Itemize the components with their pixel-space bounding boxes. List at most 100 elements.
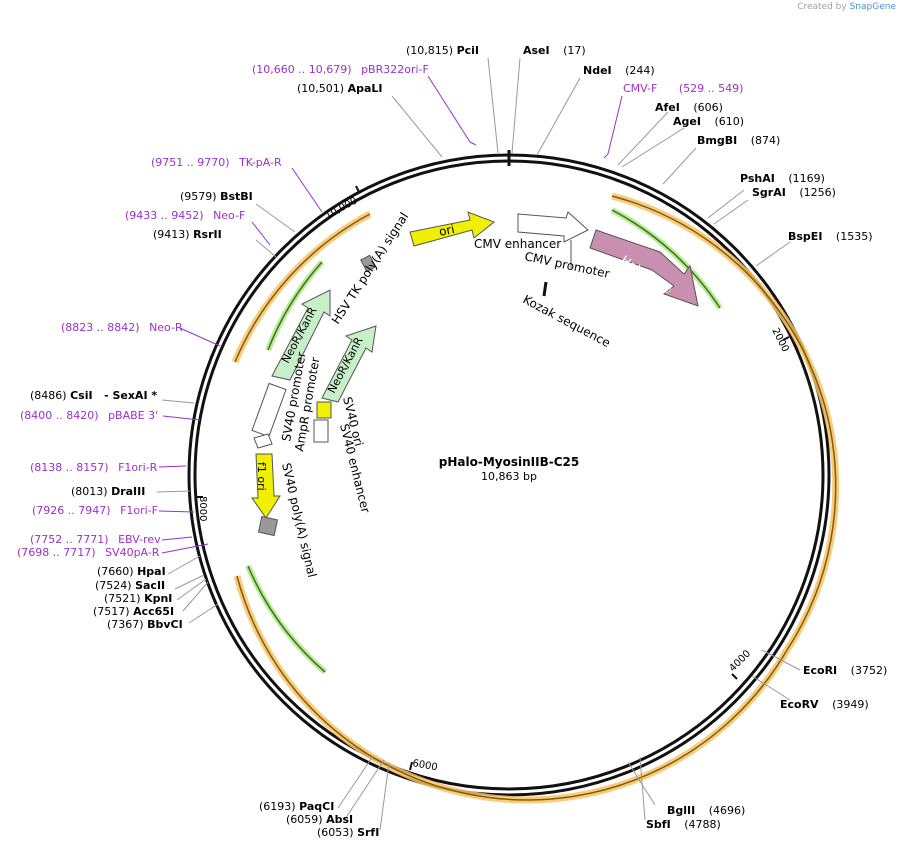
neo-outer-arrow bbox=[271, 289, 331, 381]
f1-ori-label: f1 ori bbox=[255, 462, 268, 491]
enzyme-name: BmgBI bbox=[697, 134, 738, 147]
enzyme-pshAI: PshAI (1169) bbox=[740, 172, 825, 185]
primer-range: (8400 .. 8420) bbox=[20, 409, 99, 422]
enzyme-pos: (606) bbox=[693, 101, 723, 114]
enzyme-name: PaqCI bbox=[299, 800, 335, 813]
primer-name: Neo-F bbox=[213, 209, 246, 222]
enzyme-pos: (7517) bbox=[93, 605, 130, 618]
tick-label-6000: 6000 bbox=[411, 758, 438, 773]
enzyme-ecoRI: EcoRI (3752) bbox=[803, 664, 887, 677]
primer-leader-lines bbox=[158, 75, 623, 554]
enzyme-hpaI: (7660) HpaI bbox=[97, 565, 166, 578]
enzyme-pos: (8013) bbox=[71, 485, 108, 498]
enzyme-pos: (874) bbox=[750, 134, 781, 147]
enzyme-pos: (3752) bbox=[850, 664, 888, 677]
enzyme-pos: (7521) bbox=[104, 592, 141, 605]
enzyme-name: CsiI bbox=[70, 389, 93, 402]
primer-sv40pa-r: (7698 .. 7717) SV40pA-R bbox=[17, 546, 159, 559]
enzyme-csiI: (8486) CsiI - SexAI * bbox=[30, 389, 157, 402]
enzyme-afeI: AfeI (606) bbox=[655, 101, 723, 114]
enzyme-pos: (17) bbox=[563, 44, 586, 57]
snapgene-brand: SnapGene bbox=[849, 2, 896, 12]
enzyme-pos: (6193) bbox=[259, 800, 296, 813]
primer-name: F1ori-R bbox=[118, 461, 158, 474]
enzyme-name: RsrII bbox=[193, 228, 222, 241]
primer-name: Neo-R bbox=[149, 321, 183, 334]
enzyme-bglII: BglII (4696) bbox=[667, 804, 745, 817]
enzyme-ndeI: NdeI (244) bbox=[583, 64, 655, 77]
primer-f1ori-f: (7926 .. 7947) F1ori-F bbox=[32, 504, 158, 517]
enzyme-name: DraIII bbox=[111, 485, 146, 498]
enzyme-name: AseI bbox=[523, 44, 550, 57]
primer-range: (529 .. 549) bbox=[678, 82, 744, 95]
tick-mark-4000 bbox=[731, 673, 738, 680]
enzyme-name: KpnI bbox=[144, 592, 173, 605]
sv40-promoter-box bbox=[251, 382, 287, 438]
primer-name: TK-pA-R bbox=[239, 156, 282, 169]
enzyme-sbfI: SbfI (4788) bbox=[646, 818, 721, 831]
primer-cmv-f: CMV-F (529 .. 549) bbox=[623, 82, 743, 95]
enzyme-name: EcoRI bbox=[803, 664, 838, 677]
primer-tk-pa-r: (9751 .. 9770) TK-pA-R bbox=[151, 156, 282, 169]
enzyme-name: NdeI bbox=[583, 64, 612, 77]
enzyme-pos: (3949) bbox=[832, 698, 869, 711]
orange-arc-bottom-line bbox=[236, 575, 788, 801]
enzyme-paqCI: (6193) PaqCI bbox=[259, 800, 334, 813]
primer-neo-f: (9433 .. 9452) Neo-F bbox=[125, 209, 245, 222]
primer-range: (8138 .. 8157) bbox=[30, 461, 109, 474]
tick-label-8000: 8000 bbox=[197, 496, 208, 521]
neo-inner-arrow bbox=[321, 325, 377, 403]
primer-name: pBR322ori-F bbox=[361, 63, 429, 76]
kozak-marker bbox=[542, 281, 548, 297]
enzyme-pos: (6059) bbox=[286, 813, 323, 826]
primer-neo-r: (8823 .. 8842) Neo-R bbox=[61, 321, 183, 334]
enzyme-name: SrfI bbox=[357, 826, 380, 839]
enzyme-srfI: (6053) SrfI bbox=[317, 826, 379, 839]
enzyme-name: Acc65I bbox=[133, 605, 175, 618]
enzyme-pos: (7660) bbox=[97, 565, 134, 578]
ampr-promoter-small-box bbox=[253, 433, 273, 449]
hsv-tk-polya-box bbox=[360, 254, 377, 273]
green-arc-left-line bbox=[267, 261, 323, 351]
primer-range: (7752 .. 7771) bbox=[30, 533, 109, 546]
ori-feature-label: ori bbox=[438, 222, 456, 239]
enzyme-pos: (1535) bbox=[835, 230, 873, 243]
enzyme-acc65I: (7517) Acc65I bbox=[93, 605, 174, 618]
enzyme-bmgBI: BmgBI (874) bbox=[697, 134, 780, 147]
plasmid-name: pHalo-MyosinIIB-C25 bbox=[439, 455, 579, 469]
enzyme-name: BglII bbox=[667, 804, 696, 817]
enzyme-pos: (4788) bbox=[684, 818, 721, 831]
enzyme-name: PciI bbox=[456, 44, 480, 57]
enzyme-name: SacII bbox=[135, 579, 166, 592]
tick-mark-6000 bbox=[409, 761, 413, 771]
enzyme-rsrII: (9413) RsrII bbox=[153, 228, 222, 241]
enzyme-name: HpaI bbox=[137, 565, 166, 578]
primer-name: SV40pA-R bbox=[105, 546, 160, 559]
enzyme-aseI: AseI (17) bbox=[523, 44, 586, 57]
cmv-enhancer-label: CMV enhancer bbox=[474, 237, 561, 251]
enzyme-extra: - SexAI * bbox=[104, 389, 158, 402]
primer-f1ori-r: (8138 .. 8157) F1ori-R bbox=[30, 461, 157, 474]
enzyme-bstBI: (9579) BstBI bbox=[180, 190, 253, 203]
enzyme-name: ApaLI bbox=[347, 82, 383, 95]
enzyme-name: EcoRV bbox=[780, 698, 819, 711]
snapgene-watermark: Created by SnapGene bbox=[797, 2, 896, 12]
enzyme-pciI: (10,815) PciI bbox=[406, 44, 479, 57]
primer-range: (7698 .. 7717) bbox=[17, 546, 96, 559]
enzyme-name: AgeI bbox=[673, 115, 701, 128]
f1-ori-arrow bbox=[251, 453, 281, 519]
sv40-enhancer-box bbox=[313, 419, 329, 443]
enzyme-absI: (6059) AbsI bbox=[286, 813, 353, 826]
primer-pbr322ori-f: (10,660 .. 10,679) pBR322ori-F bbox=[252, 63, 429, 76]
enzyme-pos: (1256) bbox=[799, 186, 836, 199]
primer-name: EBV-rev bbox=[118, 533, 161, 546]
sv40-ori-box bbox=[316, 401, 332, 419]
enzyme-name: SbfI bbox=[646, 818, 671, 831]
enzyme-name: AbsI bbox=[326, 813, 354, 826]
enzyme-pos: (9413) bbox=[153, 228, 190, 241]
enzyme-name: PshAI bbox=[740, 172, 775, 185]
ori-feature-arrow bbox=[409, 211, 495, 247]
enzyme-ageI: AgeI (610) bbox=[673, 115, 744, 128]
orange-arc-right-line bbox=[611, 195, 837, 651]
